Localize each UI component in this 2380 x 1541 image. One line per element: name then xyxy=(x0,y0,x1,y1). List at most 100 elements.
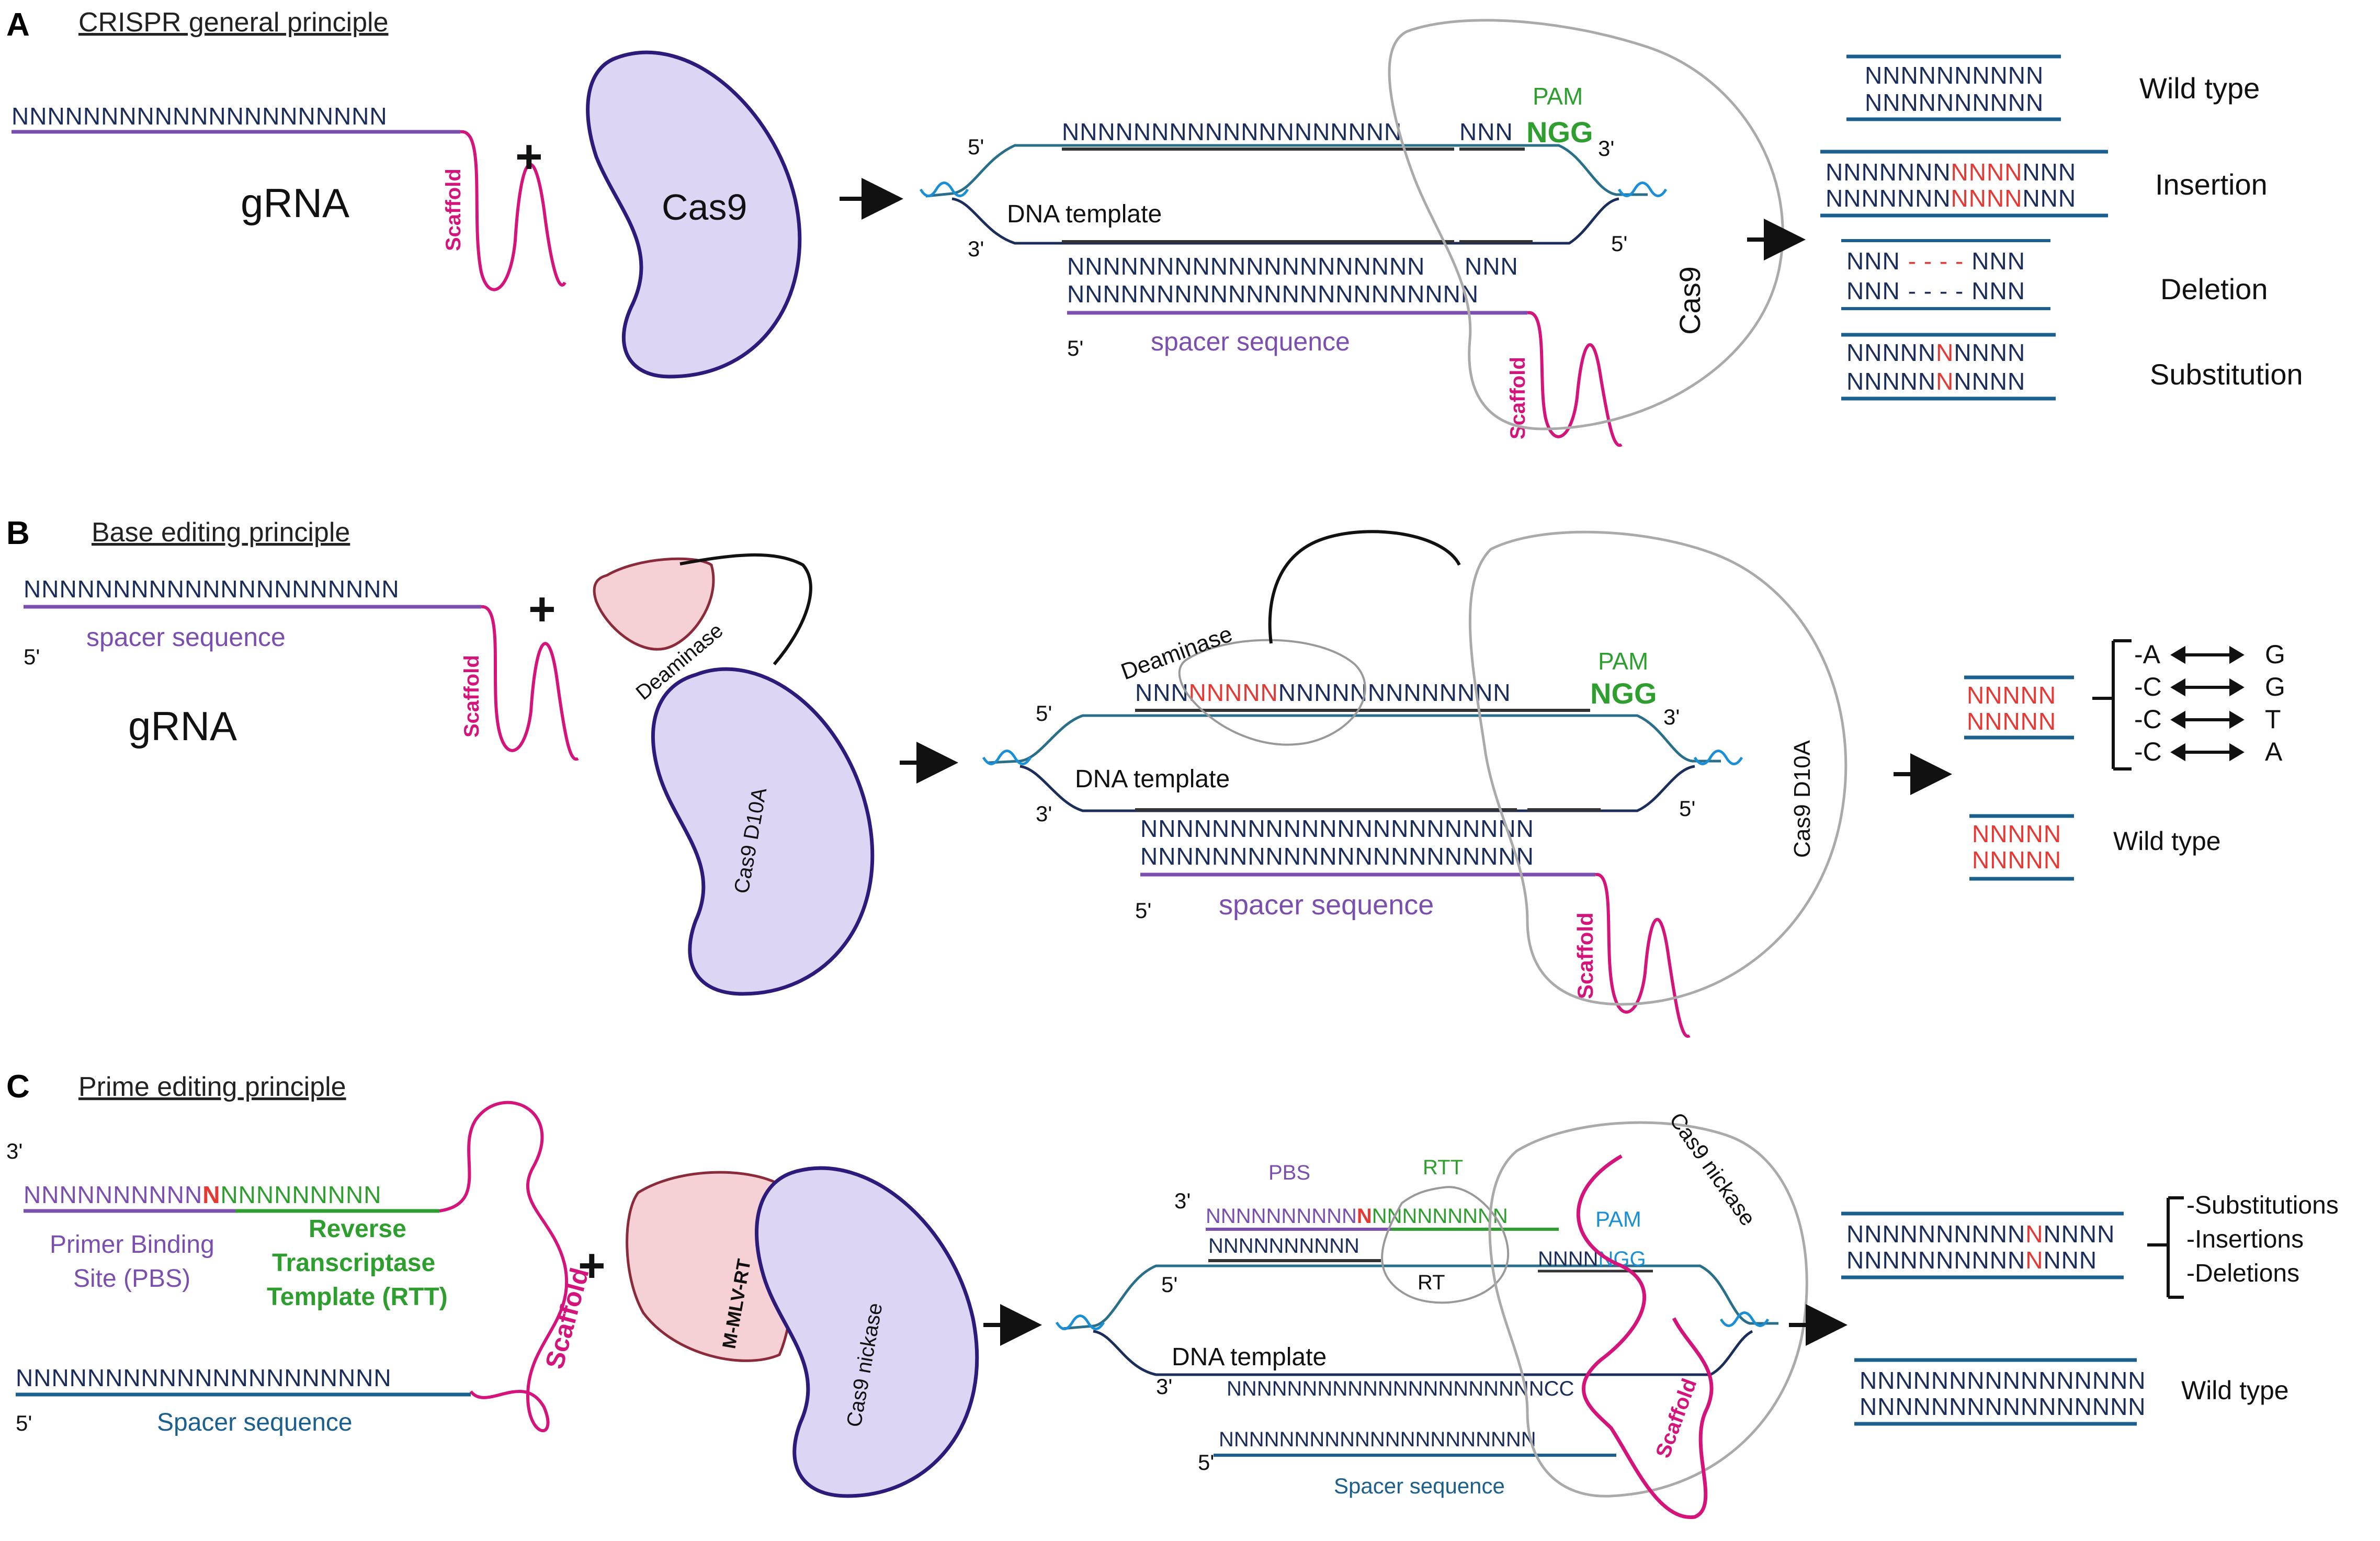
svg-text:A: A xyxy=(2265,737,2283,766)
svg-text:-C: -C xyxy=(2134,705,2162,734)
dna-bottom-strand xyxy=(951,197,1619,245)
bottom-seq-1: NNNNNNNNNNNNNNNNNNNN xyxy=(1067,253,1425,280)
panel-a: A CRISPR general principle NNNNNNNNNNNNN… xyxy=(6,7,2303,447)
c-rt-label: RT xyxy=(1418,1271,1445,1294)
b-cas9-side: Cas9 D10A xyxy=(1789,740,1815,858)
three-prime-a: 3' xyxy=(1598,136,1614,161)
svg-text:NNNNN: NNNNN xyxy=(1967,682,2056,709)
c-three-prime3: 3' xyxy=(1156,1374,1172,1399)
c-spacer-bottom: NNNNNNNNNNNNNNNNNNNNN xyxy=(1219,1428,1536,1451)
c-scaffold-loop xyxy=(439,1101,569,1433)
dna-top-strand xyxy=(925,144,1648,198)
c-spacer-seq: NNNNNNNNNNNNNNNNNNNNN xyxy=(16,1364,392,1391)
five-prime-a: 5' xyxy=(968,134,984,159)
c-three-prime: 3' xyxy=(6,1139,22,1163)
dna-helix-left xyxy=(919,182,969,197)
c-bottom-strand: NNNNNNNNNNNNNNNNNNNNNCC xyxy=(1227,1377,1574,1400)
c-five-prime3: 5' xyxy=(1198,1450,1214,1475)
five-prime-a2: 5' xyxy=(1611,231,1627,256)
cas9-d10a-protein xyxy=(651,667,875,996)
b-bottom-seq1: NNNNNNNNNNNNNNNNNNNNNN xyxy=(1140,815,1534,842)
c-rtt-label-3: Template (RTT) xyxy=(267,1283,448,1311)
b-linker xyxy=(1268,530,1461,644)
svg-text:NNNNNNNNNN: NNNNNNNNNN xyxy=(1846,368,2025,395)
b-scaffold2: Scaffold xyxy=(1573,912,1597,999)
grna-label: gRNA xyxy=(241,180,349,226)
svg-text:-Insertions: -Insertions xyxy=(2186,1226,2304,1253)
svg-text:G: G xyxy=(2265,672,2285,701)
b-bracket xyxy=(2092,639,2132,770)
c-five-prime: 5' xyxy=(16,1411,32,1435)
b-spacer2: spacer sequence xyxy=(1219,889,1434,921)
panel-b-letter: B xyxy=(6,515,30,551)
plus-sign: + xyxy=(515,131,543,183)
b-five-prime2: 5' xyxy=(1679,796,1695,821)
dna-b-top xyxy=(988,714,1721,764)
c-rtt-small: RTT xyxy=(1423,1156,1463,1179)
c-five-prime2: 5' xyxy=(1161,1272,1177,1297)
cas9-label: Cas9 xyxy=(662,187,747,228)
panel-c: C Prime editing principle 3' NNNNNNNNNNN… xyxy=(6,1069,2339,1519)
svg-text:NNNNNNNNNN: NNNNNNNNNN xyxy=(1846,339,2025,366)
deaminase-protein xyxy=(593,557,715,651)
c-bracket xyxy=(2147,1196,2184,1299)
dna-template-a: DNA template xyxy=(1007,200,1162,228)
svg-text:NNNNNNNNNNNNNNN: NNNNNNNNNNNNNNN xyxy=(1846,1220,2115,1248)
substitution-label: Substitution xyxy=(2150,358,2303,391)
b-cas9-outline xyxy=(1468,530,1848,1006)
spacer-label-a: spacer sequence xyxy=(1151,327,1350,356)
c-scaffold2-label: Scaffold xyxy=(1651,1376,1701,1461)
five-prime-b: 5' xyxy=(24,644,40,669)
c-rtt-label-2: Transcriptase xyxy=(272,1249,435,1277)
outcome-insertion: NNNNNNNNNNNNNN NNNNNNNNNNNNNN Insertion xyxy=(1820,150,2268,218)
spacer-b-label: spacer sequence xyxy=(86,622,286,652)
c-result-wildtype: NNNNNNNNNNNNNNNN NNNNNNNNNNNNNNNN Wild t… xyxy=(1854,1358,2289,1426)
dna-c-helix-right xyxy=(1719,1311,1770,1327)
c-three-prime2: 3' xyxy=(1174,1188,1191,1213)
dna-helix-right xyxy=(1617,182,1668,197)
ngg-top: NGG xyxy=(1526,116,1593,149)
b-three-prime2: 3' xyxy=(1036,801,1052,826)
mmlv-rt-protein xyxy=(626,1171,796,1362)
svg-text:NNNNNNNNNNNNNN: NNNNNNNNNNNNNN xyxy=(1846,1247,2097,1274)
svg-text:-C: -C xyxy=(2134,737,2162,766)
dna-c-helix-left xyxy=(1055,1315,1105,1330)
svg-text:T: T xyxy=(2265,705,2281,734)
c-spacer-label: Spacer sequence xyxy=(157,1409,353,1436)
b-bottom-seq2: NNNNNNNNNNNNNNNNNNNNNN xyxy=(1140,843,1534,870)
b-dna-template: DNA template xyxy=(1075,765,1230,793)
b-top-seq: NNNNNNNNNNNNNNNNNNNNN xyxy=(1135,679,1511,706)
svg-text:-Deletions: -Deletions xyxy=(2186,1260,2299,1287)
panel-b-title: Base editing principle xyxy=(92,517,350,548)
wt-label-a: Wild type xyxy=(2139,72,2260,105)
c-rt-outline xyxy=(1381,1186,1510,1304)
scaffold-loop-b xyxy=(481,605,579,761)
plus-b: + xyxy=(528,583,556,636)
c-pbs-label-2: Site (PBS) xyxy=(73,1265,190,1293)
b-five-prime3: 5' xyxy=(1135,898,1151,923)
svg-text:G: G xyxy=(2265,640,2285,669)
c-pbs-small: PBS xyxy=(1268,1161,1310,1184)
dna-c-top xyxy=(1061,1264,1778,1330)
linker-b xyxy=(679,553,812,665)
three-prime-a2: 3' xyxy=(968,236,984,261)
cas9-outline-a xyxy=(1388,19,1784,430)
svg-text:NNNNN: NNNNN xyxy=(1972,820,2061,847)
c-pam-label: PAM xyxy=(1595,1207,1641,1231)
svg-text:NNNNNNNNNNNNNN: NNNNNNNNNNNNNN xyxy=(1826,185,2076,212)
five-prime-a3: 5' xyxy=(1067,336,1083,360)
b-result-wildtype: NNNNN NNNNN Wild type xyxy=(1969,814,2221,881)
b-conversions: -A -C -C -C G G T A xyxy=(2134,640,2285,766)
svg-text:NNNNNNNNNNNNNNNN: NNNNNNNNNNNNNNNN xyxy=(1860,1367,2146,1394)
panel-c-title: Prime editing principle xyxy=(78,1072,346,1102)
b-deaminase-outline xyxy=(1178,639,1366,746)
svg-text:NNNNNNNNNNNNNNNN: NNNNNNNNNNNNNNNN xyxy=(1860,1393,2146,1420)
svg-text:NNNNNNNNNNNNNN: NNNNNNNNNNNNNN xyxy=(1826,158,2076,186)
outcome-substitution: NNNNNNNNNN NNNNNNNNNN Substitution xyxy=(1841,333,2303,401)
panel-c-letter: C xyxy=(6,1069,30,1105)
insertion-label: Insertion xyxy=(2155,168,2268,201)
b-pam: PAM xyxy=(1598,648,1648,675)
svg-text:-Substitutions: -Substitutions xyxy=(2186,1192,2339,1219)
c-scaffold-loop2 xyxy=(1576,1154,1714,1519)
